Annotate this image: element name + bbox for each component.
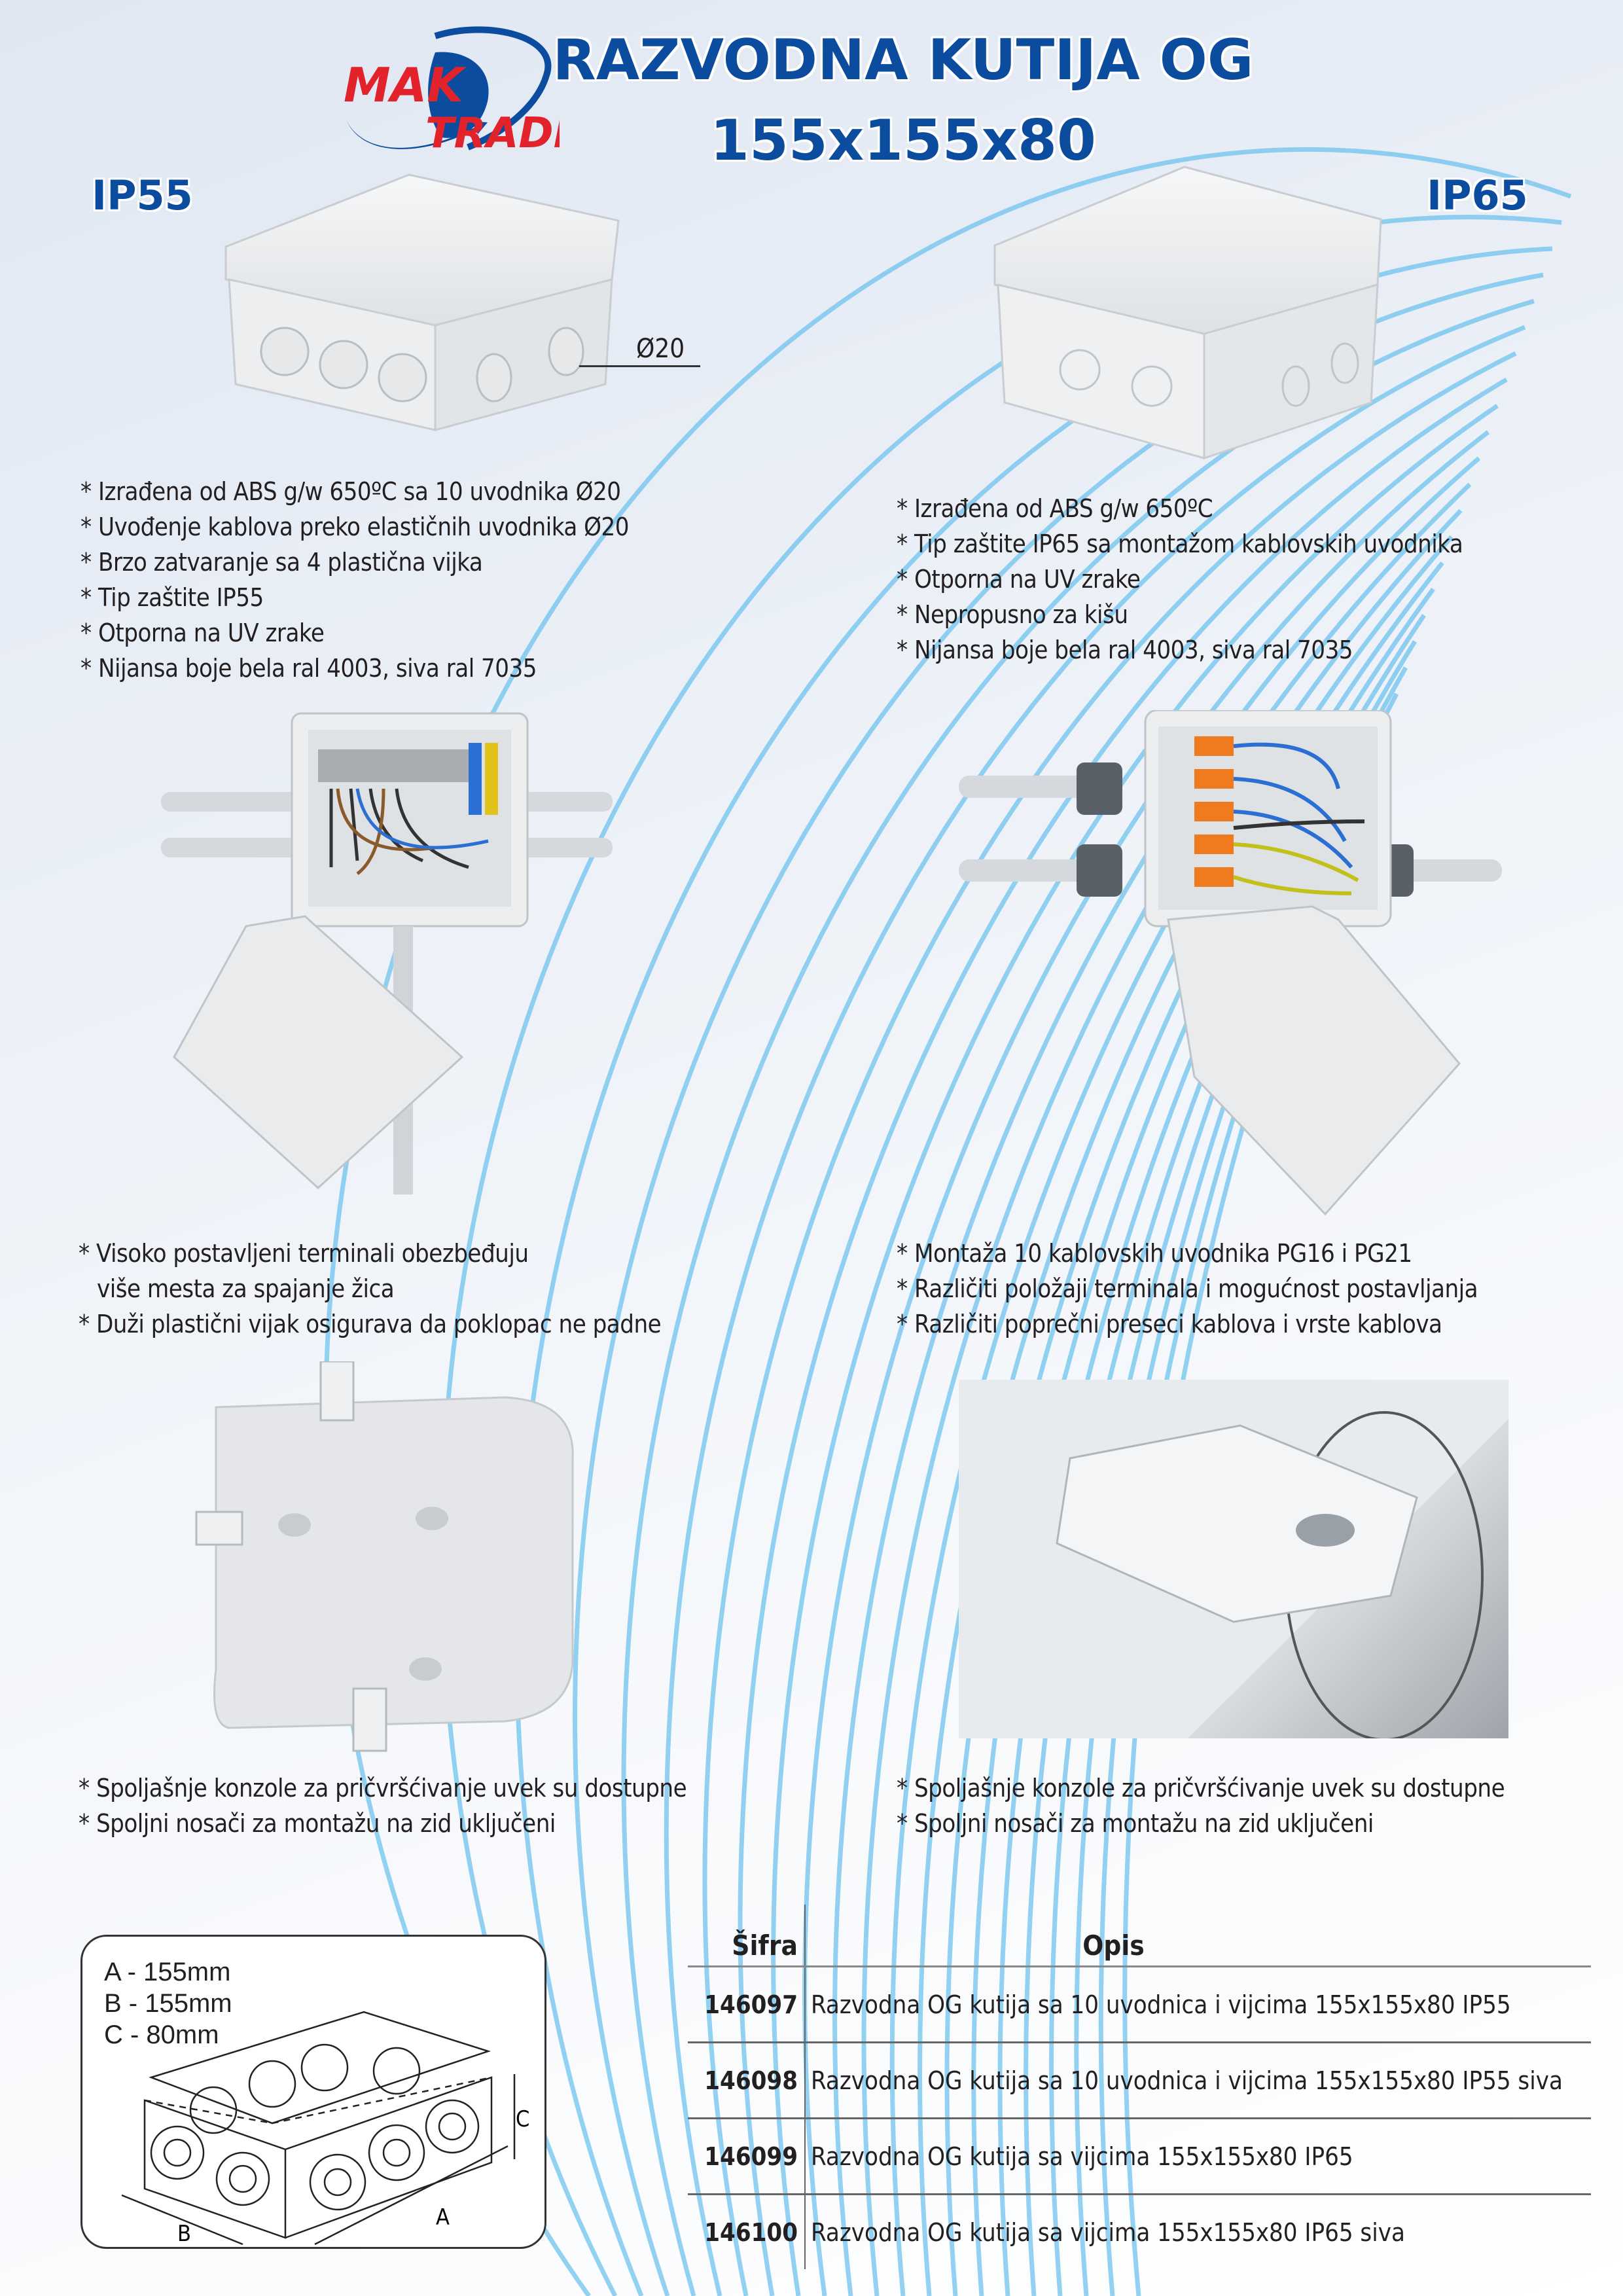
box-back-mounting-photo bbox=[190, 1360, 582, 1754]
wave-line bbox=[664, 325, 1526, 2296]
ip65-badge: IP65 bbox=[1427, 171, 1528, 219]
table-row: 146098 Razvodna OG kutija sa 10 uvodnica… bbox=[688, 2042, 1591, 2119]
feature-item: * Izrađena od ABS g/w 650ºC bbox=[897, 494, 1213, 523]
ip55-feature-list: * Izrađena od ABS g/w 650ºC sa 10 uvodni… bbox=[80, 474, 630, 686]
box-line-drawing: C B A bbox=[121, 2011, 529, 2247]
diameter-label: Ø20 bbox=[636, 334, 685, 364]
feature-item: * Tip zaštite IP55 bbox=[80, 583, 264, 612]
product-code: 146099 bbox=[688, 2118, 806, 2195]
feature-item: * Nepropusno za kišu bbox=[897, 600, 1128, 629]
dimension-drawing: A - 155mm B - 155mm C - 80mm C B A bbox=[80, 1935, 546, 2249]
maktrade-logo: MAK TRADE bbox=[337, 23, 582, 158]
logo-text-trade: TRADE bbox=[425, 109, 560, 157]
ip65-feature-list: * Izrađena od ABS g/w 650ºC * Tip zaštit… bbox=[897, 491, 1463, 668]
ip65-open-box-photo bbox=[959, 709, 1502, 1217]
ip55-bracket-features: * Spoljašnje konzole za pričvršćivanje u… bbox=[79, 1770, 687, 1841]
feature-item: * Brzo zatvaranje sa 4 plastična vijka bbox=[80, 548, 483, 577]
feature-item: * Visoko postavljeni terminali obezbeđuj… bbox=[79, 1239, 529, 1268]
feature-item: * Nijansa boje bela ral 4003, siva ral 7… bbox=[80, 654, 537, 683]
feature-item: * Spoljni nosači za montažu na zid uklju… bbox=[79, 1809, 556, 1838]
ip65-terminal-features: * Montaža 10 kablovskih uvodnika PG16 i … bbox=[897, 1236, 1478, 1342]
feature-item: više mesta za spajanje žica bbox=[97, 1274, 395, 1303]
table-row: 146099 Razvodna OG kutija sa vijcima 155… bbox=[688, 2118, 1591, 2195]
feature-item: * Izrađena od ABS g/w 650ºC sa 10 uvodni… bbox=[80, 477, 621, 506]
feature-item: * Različiti poprečni preseci kablova i v… bbox=[897, 1310, 1442, 1338]
feature-item: * Uvođenje kablova preko elastičnih uvod… bbox=[80, 512, 630, 541]
ip55-terminal-features: * Visoko postavljeni terminali obezbeđuj… bbox=[79, 1236, 662, 1342]
product-description: Razvodna OG kutija sa 10 uvodnica i vijc… bbox=[805, 1966, 1591, 2043]
product-description: Razvodna OG kutija sa vijcima 155x155x80… bbox=[811, 2217, 1405, 2247]
axis-label-b: B bbox=[177, 2221, 191, 2247]
product-code: 146098 bbox=[688, 2042, 806, 2119]
page-title-line1: RAZVODNA KUTIJA OG bbox=[552, 27, 1254, 93]
product-code: 146100 bbox=[688, 2194, 806, 2269]
feature-item: * Spoljni nosači za montažu na zid uklju… bbox=[897, 1809, 1374, 1838]
dimension-c: C - 80mm bbox=[104, 2020, 219, 2049]
feature-item: * Otporna na UV zrake bbox=[80, 619, 325, 647]
feature-item: * Duži plastični vijak osigurava da pokl… bbox=[79, 1310, 662, 1338]
feature-item: * Tip zaštite IP65 sa montažom kablovski… bbox=[897, 529, 1463, 558]
table-row: 146097 Razvodna OG kutija sa 10 uvodnica… bbox=[688, 1966, 1591, 2043]
product-code-table: Šifra Opis 146097 Razvodna OG kutija sa … bbox=[688, 1905, 1591, 2269]
ip55-open-box-photo bbox=[161, 710, 613, 1194]
ip65-bracket-features: * Spoljašnje konzole za pričvršćivanje u… bbox=[897, 1770, 1505, 1841]
bracket-closeup-photo bbox=[959, 1380, 1508, 1741]
product-description: Razvodna OG kutija sa vijcima 155x155x80… bbox=[805, 2118, 1591, 2195]
page-title-line2: 155x155x80 bbox=[710, 108, 1096, 173]
column-header-description: Opis bbox=[805, 1905, 1591, 1967]
logo-text-mak: MAK bbox=[344, 58, 467, 113]
product-description: Razvodna OG kutija sa 10 uvodnica i vijc… bbox=[805, 2042, 1591, 2119]
feature-item: * Različiti položaji terminala i mogućno… bbox=[897, 1274, 1478, 1303]
dimension-a: A - 155mm bbox=[104, 1958, 231, 1986]
feature-item: * Otporna na UV zrake bbox=[897, 565, 1141, 594]
product-code: 146097 bbox=[688, 1966, 806, 2043]
feature-item: * Spoljašnje konzole za pričvršćivanje u… bbox=[897, 1774, 1505, 1803]
axis-label-c: C bbox=[516, 2106, 529, 2132]
feature-item: * Nijansa boje bela ral 4003, siva ral 7… bbox=[897, 636, 1353, 664]
ip55-badge: IP55 bbox=[92, 171, 193, 219]
dimension-list: A - 155mm B - 155mm C - 80mm bbox=[104, 1956, 232, 2051]
ip55-box-photo bbox=[219, 168, 625, 437]
feature-item: * Montaža 10 kablovskih uvodnika PG16 i … bbox=[897, 1239, 1412, 1268]
ip65-box-photo bbox=[988, 160, 1387, 465]
axis-label-a: A bbox=[436, 2204, 450, 2231]
table-row: 146100 Razvodna OG kutija sa vijcima 155… bbox=[688, 2194, 1591, 2269]
dimension-b: B - 155mm bbox=[104, 1989, 232, 2018]
diameter-pointer-line bbox=[579, 365, 700, 367]
table-header-row: Šifra Opis bbox=[688, 1905, 1591, 1967]
column-header-code: Šifra bbox=[688, 1905, 806, 1967]
feature-item: * Spoljašnje konzole za pričvršćivanje u… bbox=[79, 1774, 687, 1803]
